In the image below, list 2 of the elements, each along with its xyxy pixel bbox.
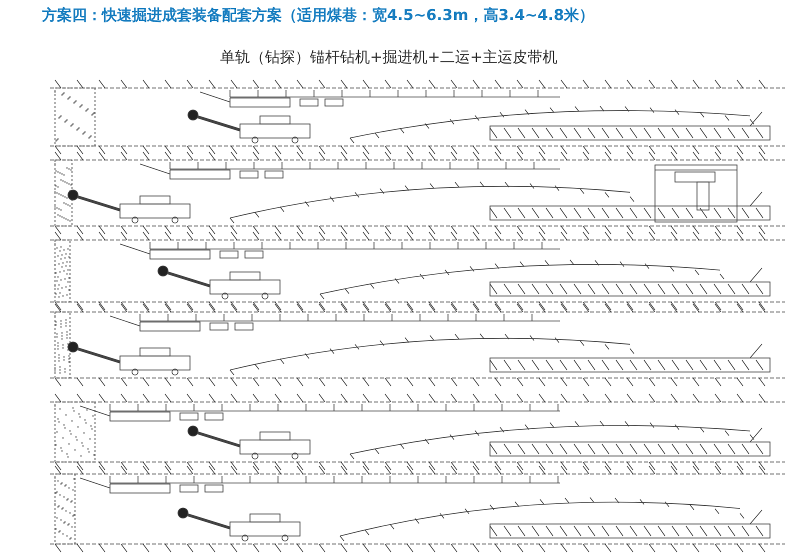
- title: 方案四：快速掘进成套装备配套方案（适用煤巷：宽4.5~6.3m，高3.4~4.8米）: [42, 5, 594, 26]
- subtitle: 单轨（钻探）锚杆钻机+掘进机+二运+主运皮带机: [220, 47, 558, 68]
